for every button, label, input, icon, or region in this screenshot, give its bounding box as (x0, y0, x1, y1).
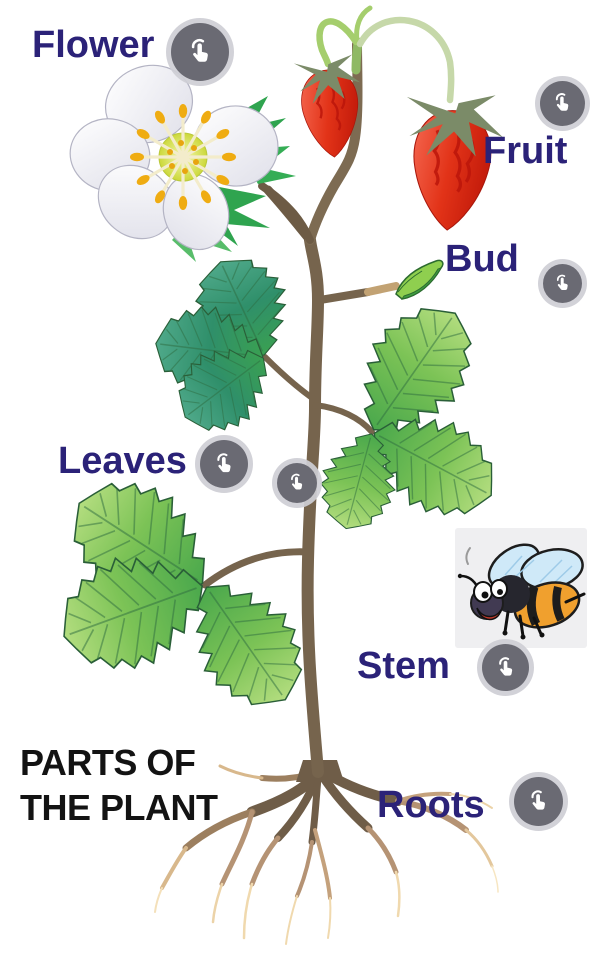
tap-gesture-icon (499, 657, 513, 676)
tap-button-flower[interactable] (171, 23, 229, 81)
tap-button-leaves[interactable] (200, 440, 248, 488)
roots-illustration (154, 760, 499, 945)
leaves-bottom-cluster (44, 455, 327, 729)
tap-button-roots[interactable] (514, 777, 563, 826)
page-title-line2: THE PLANT (20, 787, 218, 828)
tap-gesture-icon (217, 453, 231, 473)
label-roots: Roots (377, 784, 485, 826)
tap-button-bud[interactable] (543, 264, 582, 303)
tap-button-leaves-secondary[interactable] (277, 463, 317, 503)
tap-button-fruit[interactable] (540, 81, 585, 126)
flower-illustration (69, 64, 314, 262)
label-fruit: Fruit (483, 130, 568, 172)
tap-gesture-icon (556, 93, 569, 112)
tap-gesture-icon (192, 39, 209, 62)
tap-button-stem[interactable] (482, 644, 529, 691)
bee-illustration (455, 528, 587, 648)
strawberry-large (406, 95, 504, 231)
bud-illustration (395, 259, 444, 300)
label-leaves: Leaves (58, 440, 187, 482)
tap-gesture-icon (291, 474, 303, 490)
page-title-line1: PARTS OF (20, 742, 196, 783)
fruit-stems (316, 5, 455, 104)
leaves-dark-cluster (149, 241, 321, 450)
strawberry-small (293, 54, 361, 158)
leaves-right-cluster (309, 283, 514, 539)
page-title: PARTS OF THE PLANT (20, 740, 218, 830)
tap-gesture-icon (531, 790, 546, 810)
label-bud: Bud (445, 238, 519, 280)
label-stem: Stem (357, 645, 450, 687)
label-flower: Flower (32, 24, 155, 66)
tap-gesture-icon (557, 274, 568, 291)
